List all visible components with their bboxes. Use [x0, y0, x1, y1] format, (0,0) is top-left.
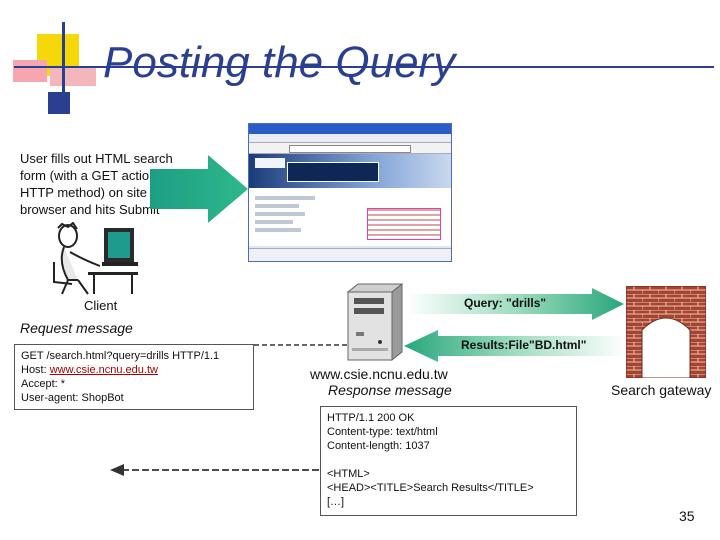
browser-menubar	[249, 134, 451, 143]
request-line: User-agent: ShopBot	[21, 392, 124, 404]
host-link[interactable]: www.csie.ncnu.edu.tw	[49, 364, 158, 376]
response-line: HTTP/1.1 200 OK	[327, 412, 415, 424]
description-line: browser and hits Submit	[20, 202, 160, 217]
client-person-at-computer-icon	[53, 222, 138, 295]
description-line: HTTP method) on site in	[20, 185, 161, 200]
response-message-label: Response message	[328, 382, 452, 398]
response-line: […]	[327, 496, 345, 508]
title-decoration-blue	[48, 92, 70, 114]
title-decoration-pink-2	[50, 66, 96, 86]
browser-screenshot	[248, 123, 452, 262]
results-arrow	[404, 330, 626, 362]
search-gateway-label: Search gateway	[611, 382, 712, 398]
web-server-icon	[346, 282, 404, 362]
response-line: Content-type: text/html	[327, 426, 438, 438]
response-return-arrow	[110, 464, 322, 476]
browser-link-grid	[367, 208, 441, 240]
results-label: Results:File"BD.html"	[461, 338, 587, 352]
description-line: form (with a GET action	[20, 168, 157, 183]
page-number: 35	[679, 508, 695, 524]
browser-address-bar	[249, 143, 451, 154]
server-hostname: www.csie.ncnu.edu.tw	[310, 366, 448, 382]
user-step-description: User fills out HTML search form (with a …	[20, 150, 220, 218]
title-decoration-pink	[13, 60, 47, 82]
submit-arrow	[150, 155, 248, 223]
request-line: GET /search.html?query=drills HTTP/1.1	[21, 350, 220, 362]
client-label: Client	[84, 298, 118, 313]
query-arrow	[406, 288, 624, 320]
browser-titlebar	[249, 124, 451, 134]
request-connector	[254, 344, 350, 346]
title-underline	[14, 66, 714, 68]
request-host-line: Host: www.csie.ncnu.edu.tw	[21, 364, 158, 376]
response-line: <HTML>	[327, 468, 370, 480]
response-line: Content-length: 1037	[327, 440, 430, 452]
request-line: Accept: *	[21, 378, 66, 390]
request-message-label: Request message	[20, 320, 133, 336]
browser-status-bar	[249, 248, 451, 261]
response-message-box: HTTP/1.1 200 OK Content-type: text/html …	[320, 406, 577, 516]
response-line	[327, 453, 570, 467]
slide-title: Posting the Query	[103, 38, 456, 87]
response-line: <HEAD><TITLE>Search Results</TITLE>	[327, 482, 534, 494]
request-message-box: GET /search.html?query=drills HTTP/1.1 H…	[14, 344, 254, 410]
description-line: User fills out HTML search	[20, 151, 173, 166]
query-label: Query: "drills"	[464, 296, 547, 310]
search-gateway-icon	[626, 286, 706, 378]
browser-site-banner	[249, 154, 451, 188]
